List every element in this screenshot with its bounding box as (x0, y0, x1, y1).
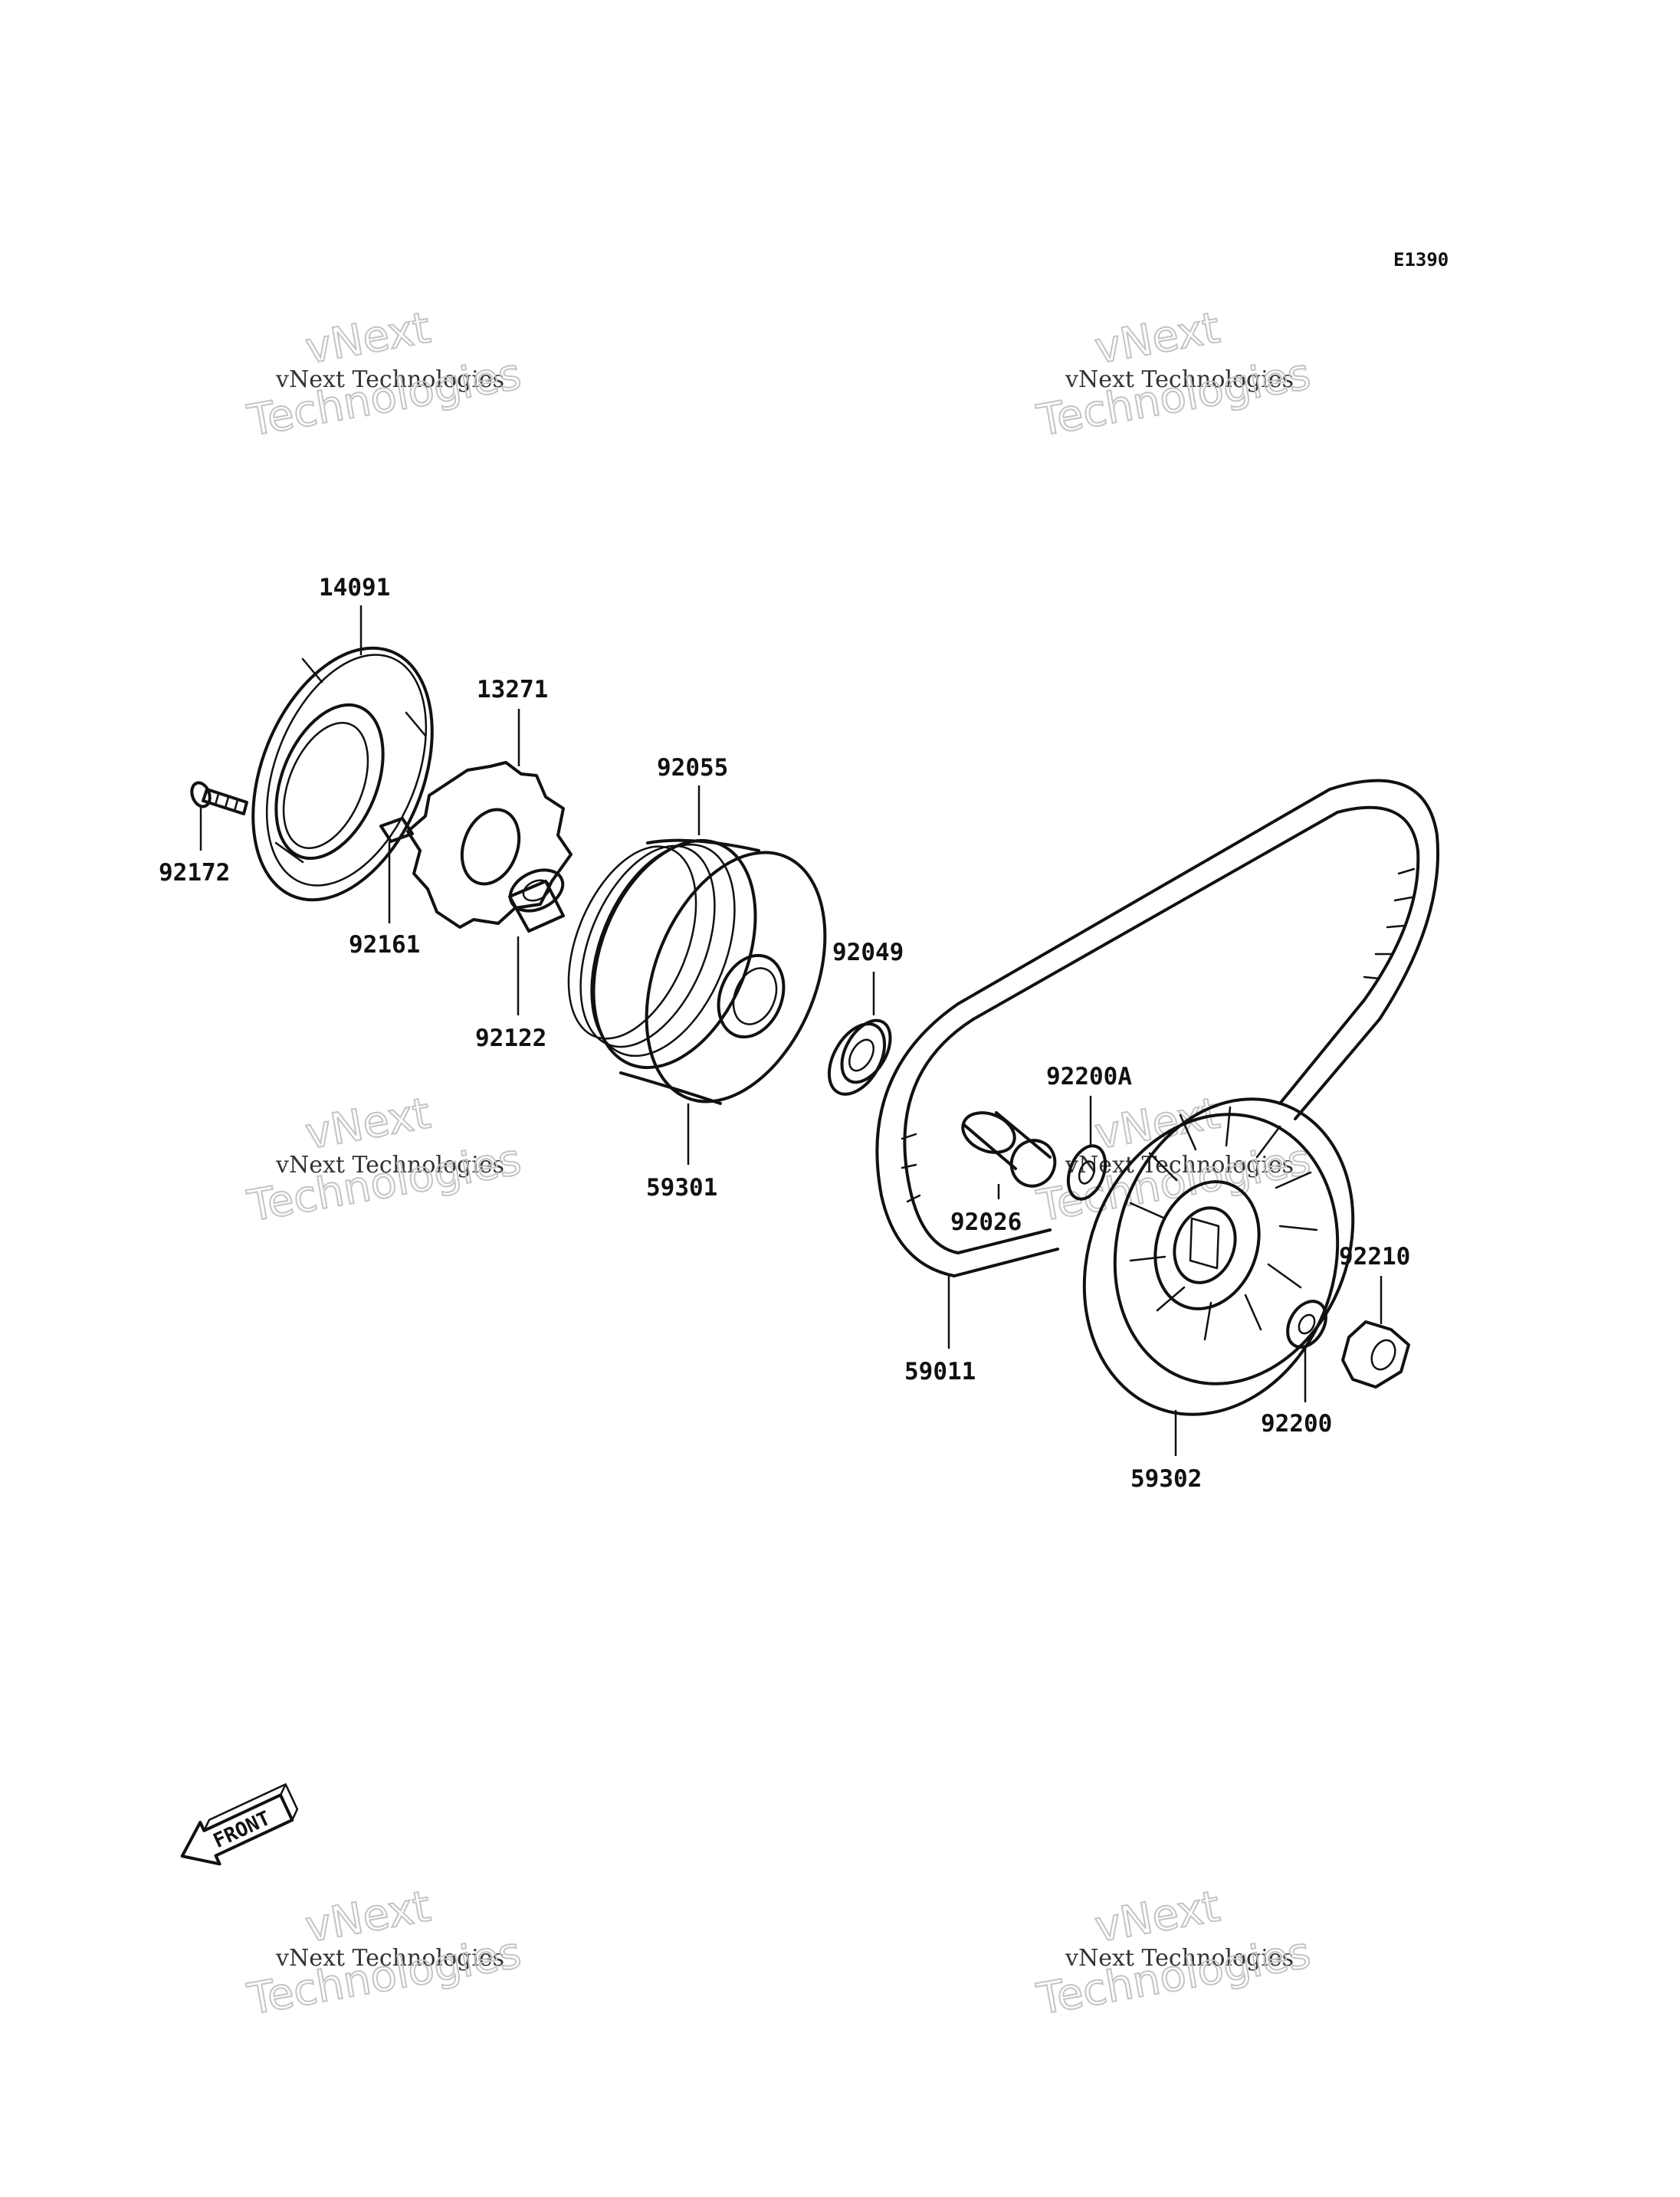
watermark-line3: Technologies (244, 349, 525, 447)
watermark-line1: vNext (302, 1881, 434, 1952)
watermark-line2: vNext Technologies (275, 366, 504, 393)
callout-92200: 92200 (1261, 1410, 1332, 1438)
watermark-line3: Technologies (1033, 349, 1314, 447)
part-92122-roller (508, 868, 565, 933)
watermark-top-right: vNext vNext Technologies Technologies (1032, 302, 1315, 447)
part-14091-cover (251, 646, 434, 902)
watermark-line3: Technologies (244, 1928, 525, 2025)
watermark-line3: Technologies (1033, 1928, 1314, 2025)
part-92026-collar (961, 1111, 1057, 1188)
part-92172-bolt (190, 781, 248, 815)
callout-59302: 59302 (1130, 1465, 1202, 1493)
watermark-line2: vNext Technologies (275, 1152, 504, 1179)
callout-92026: 92026 (950, 1208, 1022, 1236)
callout-92161: 92161 (349, 931, 420, 959)
watermark-line1: vNext (1091, 1881, 1223, 1952)
watermark-mid-left: vNext vNext Technologies Technologies (243, 1087, 526, 1232)
watermark-line3: Technologies (1033, 1135, 1314, 1232)
watermark-line2: vNext Technologies (275, 1945, 504, 1972)
diagram-code: E1390 (1393, 249, 1449, 271)
watermark-line1: vNext (302, 1088, 434, 1159)
callout-92049: 92049 (832, 939, 904, 966)
callout-92122: 92122 (475, 1025, 546, 1052)
callout-14091: 14091 (319, 574, 390, 602)
watermark-line3: Technologies (244, 1135, 525, 1232)
callout-92172: 92172 (159, 859, 230, 887)
watermark-bottom-right: vNext vNext Technologies Technologies (1032, 1881, 1315, 2025)
part-92200-washer (1286, 1300, 1327, 1349)
watermark-bottom-left: vNext vNext Technologies Technologies (243, 1881, 526, 2025)
part-92049-seal (827, 1018, 892, 1096)
watermark-mid-right: vNext vNext Technologies Technologies (1032, 1087, 1315, 1232)
callout-59301: 59301 (646, 1174, 717, 1202)
watermark-line1: vNext (302, 303, 434, 373)
callout-59011: 59011 (904, 1358, 976, 1385)
watermark-line1: vNext (1091, 303, 1223, 373)
part-59301-drive-pulley (592, 838, 827, 1105)
callout-92055: 92055 (657, 754, 728, 782)
part-59302-fan-pulley (1082, 1097, 1355, 1416)
callout-13271: 13271 (477, 676, 548, 703)
callout-92210: 92210 (1339, 1243, 1410, 1271)
front-arrow-icon: FRONT (180, 1783, 299, 1866)
part-59011-belt (875, 779, 1440, 1277)
part-92210-nut (1341, 1320, 1410, 1389)
watermark-line2: vNext Technologies (1065, 366, 1294, 393)
watermark-top-left: vNext vNext Technologies Technologies (243, 302, 526, 447)
part-92055-belt-groove (567, 843, 736, 1058)
watermark-line2: vNext Technologies (1065, 1945, 1294, 1972)
part-92200A-washer (1066, 1144, 1107, 1201)
part-92161-clip (379, 817, 414, 843)
callout-92200A: 92200A (1046, 1063, 1132, 1090)
part-13271-ramp-plate (406, 761, 573, 929)
